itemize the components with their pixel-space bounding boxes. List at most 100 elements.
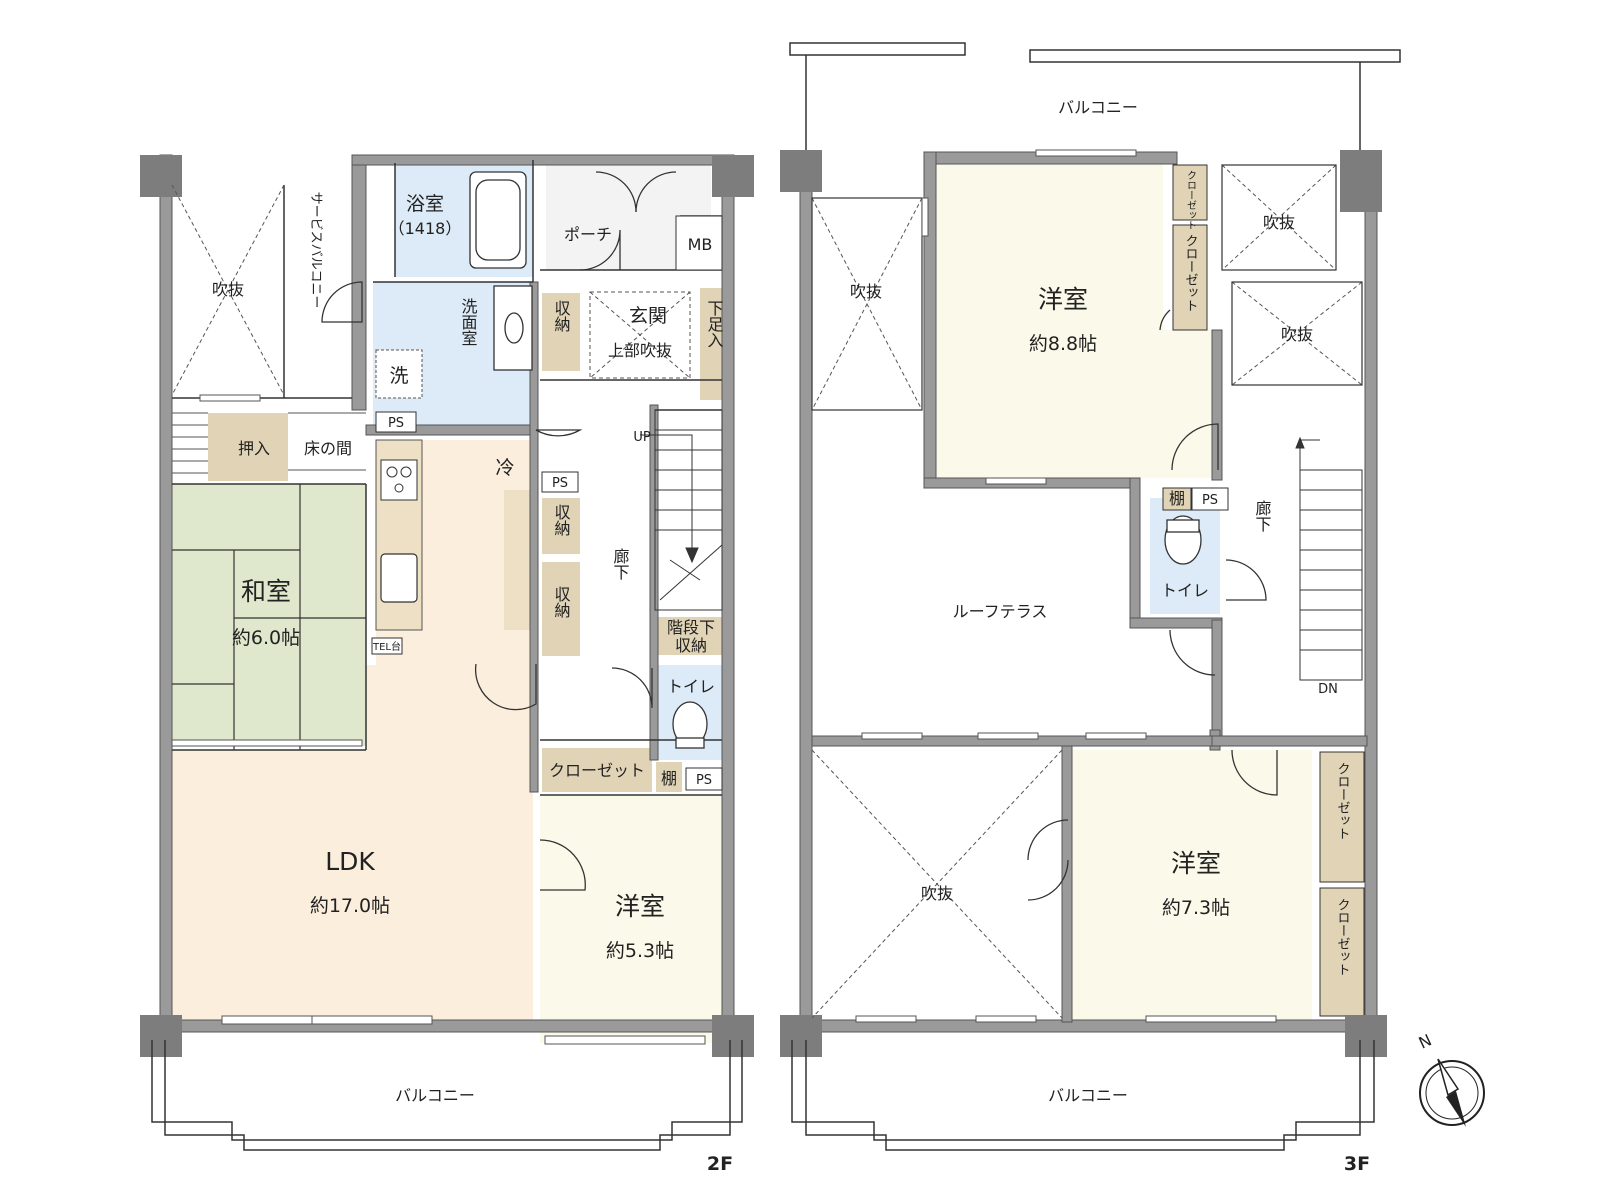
doors-2f [321, 171, 677, 891]
ps-box-3f [1191, 487, 1229, 511]
bathtub-icon [469, 171, 527, 269]
mb-label: MB [688, 235, 713, 254]
oshiire-label: 押入 [238, 439, 270, 458]
shelf-2f-label: 棚 [661, 769, 677, 788]
ldk-fill [172, 440, 533, 1024]
storage-3-fill [542, 562, 580, 656]
floor-3f-label: 3F [1344, 1153, 1370, 1175]
washer-label: 洗 [389, 365, 408, 387]
balcony-3f-top-label: バルコニー [1058, 98, 1138, 117]
porch-label: ポーチ [564, 225, 612, 244]
closet-3f-b-label: クローゼット [1183, 234, 1199, 312]
windows-2f [171, 394, 706, 1045]
void-3f-4-label: 吹抜 [921, 884, 953, 903]
entrance-note-label: 上部吹抜 [608, 341, 672, 360]
washitsu-fill [170, 484, 366, 746]
dn-label: DN [1318, 682, 1338, 697]
bath-label: 浴室 [406, 193, 444, 215]
closet-3f-c-label: クローゼット [1335, 762, 1351, 840]
stairs-2f [640, 409, 723, 611]
sink-icon [493, 285, 533, 371]
washitsu-area-label: 約6.0帖 [232, 627, 300, 649]
washroom-label: 洗面室 [459, 298, 478, 346]
balcony-2f-label: バルコニー [395, 1086, 475, 1105]
tatami-lines [172, 484, 366, 750]
ps-boxes-2f [371, 215, 723, 791]
room-2f-label: 洋室 [615, 892, 665, 921]
entrance-label: 玄関 [629, 305, 667, 327]
compass-north-label: N [1416, 1030, 1435, 1052]
toilet-2f-label: トイレ [667, 677, 715, 696]
room1-3f-label: 洋室 [1038, 285, 1088, 314]
entrance-void-2f [589, 291, 691, 379]
kitchen-sink-icon [380, 553, 418, 603]
under-stairs-fill [655, 617, 727, 655]
ps-2-label: PS [552, 476, 568, 491]
void-label-2f: 吹抜 [212, 280, 244, 299]
closet-3f-d-label: クローゼット [1335, 898, 1351, 976]
void-3f-2-label: 吹抜 [1263, 213, 1295, 232]
room1-3f-fill [936, 162, 1218, 478]
room1-3f-area-label: 約8.8帖 [1029, 333, 1097, 355]
storage-3-label: 収納 [552, 586, 571, 619]
corridor-3f-label: 廊下 [1253, 500, 1272, 532]
fridge-space [504, 490, 534, 630]
storage-1-fill [542, 293, 580, 371]
closet-3f-a-label: クローゼット [1185, 170, 1197, 230]
toilet-icon-2f [672, 701, 708, 749]
ps-1-label: PS [388, 416, 404, 431]
void-x-3f [811, 164, 1363, 1019]
shelf-2f-fill [656, 762, 682, 792]
floor-3f: バルコニー 吹抜 吹抜 吹抜 洋室 約8.8帖 クローゼット クローゼット 棚 … [780, 42, 1401, 1175]
compass-needle-south [1446, 1091, 1466, 1127]
compass-needle-north [1437, 1058, 1460, 1097]
balcony-3f-bottom [791, 1040, 1375, 1151]
corners-2f [140, 155, 754, 1057]
bath-size-label: （1418） [389, 219, 462, 238]
fridge-label: 冷 [495, 457, 514, 479]
up-label: UP [633, 430, 651, 445]
ldk-area-label: 約17.0帖 [310, 895, 390, 917]
room-2f-fill [540, 795, 727, 1043]
room-2f-area-label: 約5.3帖 [606, 940, 674, 962]
toilet-3f-label: トイレ [1161, 581, 1209, 600]
oshiire-fill [208, 413, 288, 481]
under-stairs-label: 階段下 [667, 618, 715, 637]
floor-2f-label: 2F [707, 1153, 733, 1175]
stairs-3f [1295, 436, 1363, 681]
windows-3f [855, 149, 1277, 1023]
tel-label: TEL台 [372, 640, 401, 653]
balcony-3f-bottom-label: バルコニー [1048, 1086, 1128, 1105]
hatch-2f [172, 412, 366, 474]
closet-2f-fill [542, 748, 652, 792]
void-x-2f [171, 184, 285, 396]
compass: N [1416, 1030, 1485, 1127]
floor-2f: 吹抜 サービスバルコニー 浴室 （1418） ポーチ MB 洗 洗面室 収納 玄… [140, 154, 754, 1175]
shoe-label: 下足入 [705, 300, 724, 348]
storage-1-label: 収納 [552, 300, 571, 333]
toilet-icon-3f [1164, 515, 1202, 565]
void-boxes-3f [811, 164, 1363, 411]
balcony-3f-top [789, 42, 1401, 150]
room2-3f-label: 洋室 [1171, 849, 1221, 878]
storage-2-fill [542, 498, 580, 554]
corners-3f [780, 150, 1387, 1057]
balcony-2f-outline [151, 1040, 743, 1151]
room2-3f-area-label: 約7.3帖 [1162, 897, 1230, 919]
ps-3-label: PS [696, 773, 712, 788]
closet-2f-label: クローゼット [549, 761, 645, 780]
tokonoma-label: 床の間 [304, 439, 352, 458]
service-balcony-label: サービスバルコニー [308, 192, 323, 309]
void-3f-3-label: 吹抜 [1281, 325, 1313, 344]
ldk-label: LDK [325, 847, 375, 876]
shelf-3f-label: 棚 [1169, 489, 1185, 508]
void-3f-1-label: 吹抜 [850, 282, 882, 301]
washitsu-label: 和室 [241, 577, 291, 606]
corridor-2f-label: 廊下 [611, 548, 630, 580]
ps-3f-label: PS [1202, 493, 1218, 508]
under-stairs-label-2: 収納 [675, 636, 707, 655]
storage-2-label: 収納 [552, 504, 571, 537]
doors-3f [1027, 309, 1278, 901]
room2-3f-fill [1072, 750, 1312, 1020]
